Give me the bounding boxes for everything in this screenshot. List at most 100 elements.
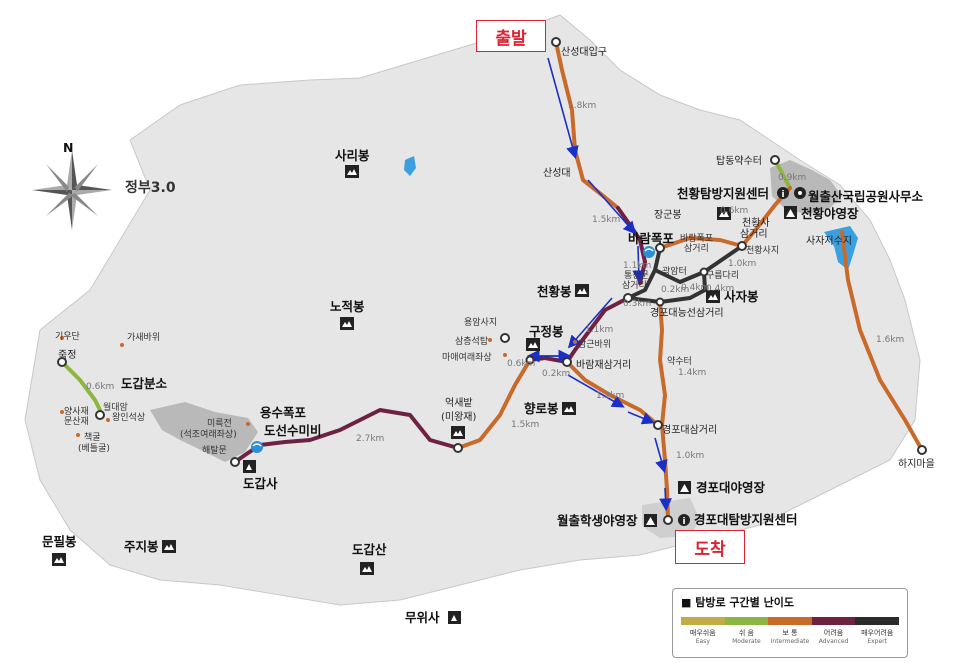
distance-label: 0.6km — [86, 382, 114, 392]
label-baramjae: 바람재삼거리 — [576, 358, 631, 371]
sajajeo-reservoir — [824, 226, 858, 270]
node-gyeongpo-jct — [653, 420, 663, 430]
trail-ridge-west — [528, 296, 630, 364]
node-jukjeong — [57, 357, 67, 367]
trail-expert-core — [626, 244, 744, 304]
label-yaksuteo: 약수터 — [667, 355, 692, 367]
trail-sajajeo-haji — [840, 230, 924, 452]
legend-bars — [681, 617, 899, 625]
node-tongcheon — [623, 293, 633, 303]
label-tapdong: 탑동약수터 — [716, 155, 762, 167]
distance-label: 0.4km — [706, 284, 734, 294]
distance-label: 1.4km — [678, 368, 706, 378]
poi-dot-samcheung — [488, 338, 492, 342]
mountain-icon-hyangno — [562, 402, 576, 415]
legend-bar-advanced — [811, 617, 856, 625]
label-namgeun: 남근바위 — [578, 339, 611, 350]
label-cheonhwang-center: 천황탐방지원센터 — [677, 186, 769, 201]
label-janggun: 장군봉 — [654, 209, 682, 221]
waterfall-icon-yongsu — [251, 441, 263, 453]
poi-dot-maae — [503, 353, 507, 357]
label-wangin: 왕인석상 — [112, 412, 145, 423]
label-doseon: 도선수미비 — [264, 423, 322, 438]
trail-dogap-moderate — [60, 360, 102, 412]
label-gyeongpo-camp: 경포대야영장 — [696, 480, 766, 495]
legend-bar-intermediate — [768, 617, 812, 625]
office-icon-wolchul — [794, 187, 806, 199]
label-mireuk: 미륵전 — [207, 418, 232, 429]
poi-dot-yangsa — [60, 410, 64, 414]
label-giudan: 기우단 — [55, 331, 80, 342]
label-sari: 사리봉 — [335, 148, 370, 163]
legend-bar-moderate — [724, 617, 769, 625]
arrow-3 — [632, 245, 646, 284]
label-baramfall-jct: 바람폭포 — [680, 232, 713, 244]
mountain-icon-dogapsan — [360, 562, 374, 575]
mountain-icon-gujeong — [526, 338, 540, 351]
distance-label: 1.0km — [676, 451, 704, 461]
label-munpil: 문필봉 — [42, 534, 77, 549]
mountain-icon-sajabong — [706, 290, 720, 303]
label-gujeong: 구정봉 — [529, 324, 564, 339]
arrow-2 — [587, 179, 637, 235]
temple-icon-muwisa — [448, 611, 461, 624]
label-samcheung: 삼층석탑 — [455, 335, 488, 347]
start-callout: 출발 — [476, 20, 546, 52]
arrow-4 — [567, 297, 613, 349]
camp-icon-student — [644, 514, 657, 527]
node-haji — [917, 445, 927, 455]
node-eoksae — [453, 443, 463, 453]
trail-sanseong-ridge — [616, 206, 647, 285]
mountain-icon-janggun — [717, 207, 731, 220]
end-callout: 도착 — [675, 530, 745, 564]
distance-label: 0.2km — [661, 285, 689, 295]
small-pond — [404, 156, 416, 176]
node-tapdong — [770, 155, 780, 165]
label-cheonhwangsa-jct: 삼거리 — [740, 228, 768, 240]
label-dogapsa: 도갑사 — [243, 476, 278, 491]
label-gasae: 가새바위 — [127, 332, 160, 343]
label-hajimaeul: 하지마을 — [898, 457, 935, 470]
distance-label: 0.6km — [720, 206, 748, 216]
legend-bar-easy — [681, 617, 725, 625]
label-yongam: 용암사지 — [464, 316, 497, 328]
label-chaekgul: 책굴 — [84, 431, 101, 443]
mountain-icon-juji — [162, 540, 176, 553]
poi-dot-wangin — [106, 418, 110, 422]
mountain-icon-munpil — [52, 553, 66, 566]
distance-label: 1.0km — [728, 259, 756, 269]
distance-label: 1.8km — [568, 101, 596, 111]
label-dogap-branch: 도갑분소 — [121, 376, 168, 391]
node-sanseong-entrance — [551, 37, 561, 47]
trail-tapdong — [773, 158, 792, 190]
node-gujeong — [525, 355, 535, 365]
label-sajajeo: 사자저수지 — [806, 235, 852, 247]
label-cheonhwangsa: 천황사지 — [746, 245, 779, 256]
node-baramjae — [562, 357, 572, 367]
label-baramfall-jct: 삼거리 — [684, 243, 709, 254]
distance-label: 0.4km — [681, 283, 709, 293]
cheonhwang-area — [770, 160, 842, 214]
node-gureum — [699, 267, 709, 277]
camp-icon-gyeongpo — [678, 481, 691, 494]
dogap-area — [150, 402, 258, 462]
label-gyeongpo-jct: 경포대삼거리 — [662, 423, 717, 436]
poi-dot-gasae — [120, 343, 124, 347]
label-gyeongpo-center: 경포대탐방지원센터 — [694, 512, 798, 527]
compass-icon — [32, 150, 112, 230]
mountain-icon-sari — [345, 165, 359, 178]
label-muwisa: 무위사 — [405, 610, 440, 625]
label-tongcheon: 삼거리 — [622, 280, 647, 291]
trail-gyeongpo-valley — [658, 300, 670, 522]
label-juji: 주지봉 — [124, 539, 159, 554]
park-terrain — [24, 14, 921, 606]
label-eoksae: 억새밭 — [445, 397, 473, 409]
distance-label: 1.2km — [596, 391, 624, 401]
distance-label: 0.3km — [623, 299, 651, 309]
distance-label: 1.5km — [511, 420, 539, 430]
